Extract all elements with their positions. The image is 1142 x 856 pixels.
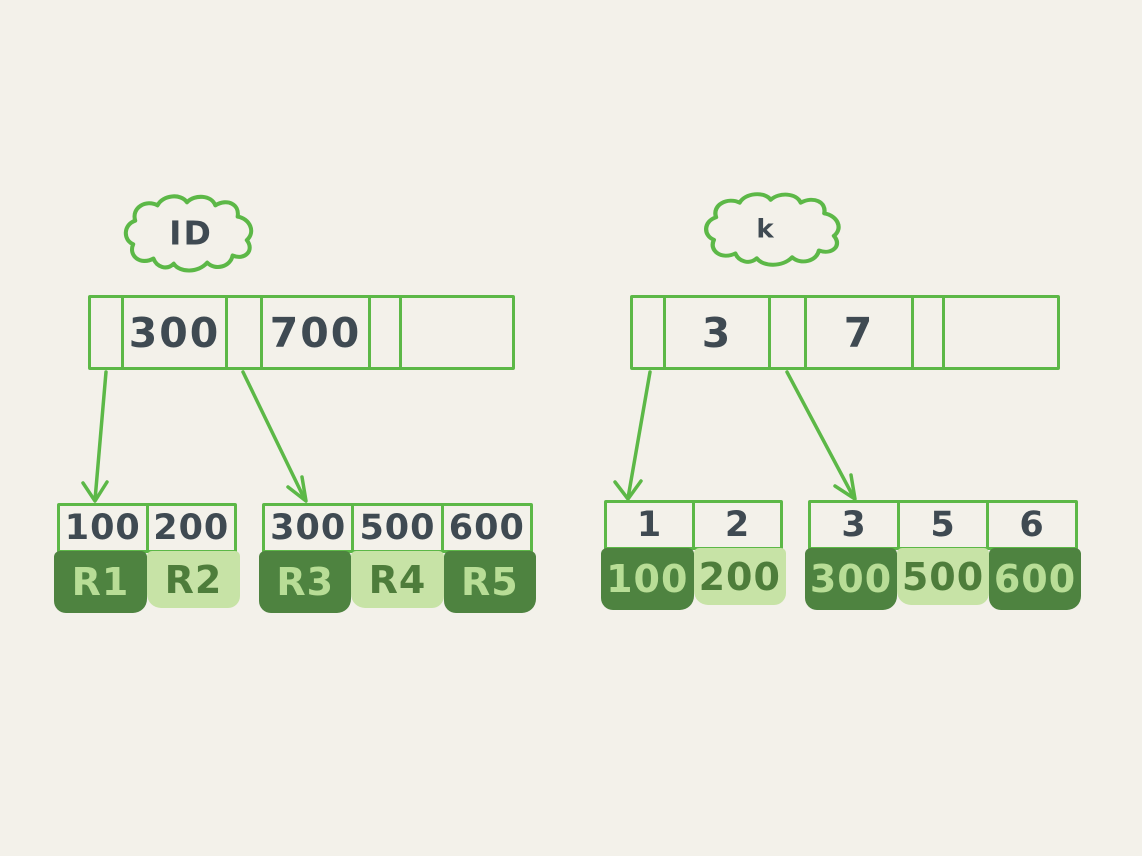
left-leaf2-records: R3 R4 R5 (259, 551, 536, 613)
record-cell: 600 (989, 548, 1081, 610)
arrow-right-leaf1 (613, 370, 652, 501)
right-root-node: 3 7 (630, 295, 1060, 370)
cloud-icon (123, 194, 254, 273)
leaf-key-cell: 100 (60, 506, 149, 550)
left-tree-cloud-label: ID (169, 213, 213, 253)
leaf-key-cell: 6 (1019, 505, 1045, 545)
leaf-key-cell: 300 (265, 506, 355, 550)
left-tree-cloud: ID (120, 192, 262, 276)
cloud-icon (704, 192, 841, 267)
leaf-key-cell: 500 (354, 506, 444, 550)
left-leaf1-keys: 100 200 (57, 503, 237, 553)
left-leaf2-keys: 300 500 600 (262, 503, 533, 553)
left-root-key-cell: 300 (124, 298, 228, 367)
arrow-left-leaf1 (81, 370, 109, 503)
left-root-pointer-cell (371, 298, 402, 367)
left-root-empty-cell (402, 298, 512, 367)
record-cell: R5 (443, 551, 536, 613)
leaf-key-cell: 200 (153, 508, 230, 548)
right-leaf1-keys: 1 2 (604, 500, 783, 550)
left-root-node: 300 700 (88, 295, 515, 370)
left-leaf1-records: R1 R2 (54, 551, 240, 613)
right-root-pointer-cell (914, 298, 945, 367)
leaf-key-cell: 5 (900, 503, 989, 547)
record-cell: 100 (601, 548, 694, 610)
right-leaf2-keys: 3 5 6 (808, 500, 1078, 550)
left-root-pointer-cell (91, 298, 124, 367)
record-cell: R2 (147, 551, 240, 608)
arrow-right-leaf2 (785, 370, 857, 501)
arrow-left-leaf2 (241, 370, 308, 503)
leaf-key-cell: 600 (448, 508, 525, 548)
right-tree-cloud-label: k (756, 214, 776, 245)
right-root-key-cell: 3 (666, 298, 771, 367)
leaf-key-cell: 3 (811, 503, 900, 547)
record-cell: 300 (805, 548, 897, 610)
record-cell: R4 (351, 551, 444, 608)
right-root-key-cell: 7 (807, 298, 914, 367)
record-cell: 500 (897, 548, 989, 605)
right-leaf1-records: 100 200 (601, 548, 786, 610)
record-cell: 200 (693, 548, 786, 605)
record-cell: R3 (259, 551, 352, 613)
left-root-pointer-cell (228, 298, 263, 367)
right-tree-cloud: k (700, 190, 850, 270)
right-root-empty-cell (945, 298, 1057, 367)
right-root-pointer-cell (771, 298, 807, 367)
right-leaf2-records: 300 500 600 (805, 548, 1081, 610)
leaf-key-cell: 1 (607, 503, 695, 547)
leaf-key-cell: 2 (724, 505, 751, 545)
record-cell: R1 (54, 551, 147, 613)
left-root-key-cell: 700 (263, 298, 371, 367)
right-root-pointer-cell (633, 298, 666, 367)
